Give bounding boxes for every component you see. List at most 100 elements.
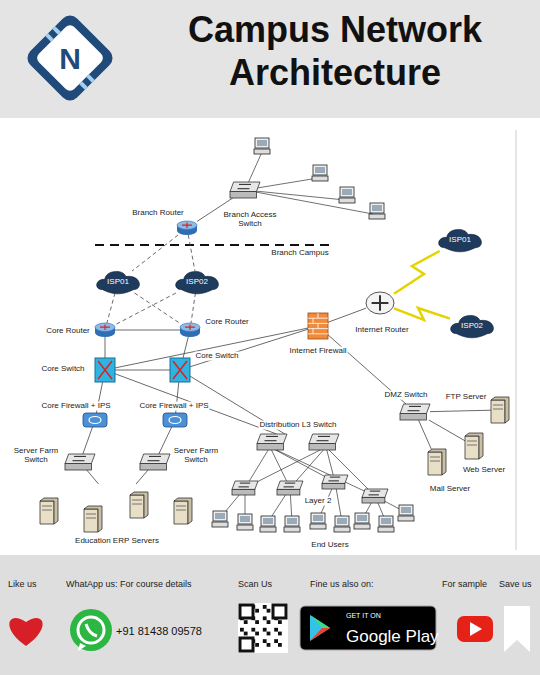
pc-icon-part [398,516,414,521]
qr-code-part [263,628,267,632]
pc-icon-part [257,140,267,146]
layer2-switch-part [277,489,300,495]
pc-icon-part [401,507,411,513]
footer-band [0,555,540,675]
layer2-switch [322,475,348,489]
switch-icon-part [140,464,166,470]
qr-code-part [267,632,271,636]
coreswitch-icon-part [173,361,187,379]
pc-icon-part [381,518,391,524]
pc-icon-part [313,515,323,521]
distpair-icon [255,434,341,450]
server-icon-part [40,501,54,524]
switch-icon [257,434,287,450]
firewall-icon-part [318,323,319,328]
footer-text: WhatApp us: For course details [66,580,192,590]
device-label: Core Router [45,327,91,336]
device-label: ISP02 [460,322,484,331]
firewall-icon-part [308,333,328,334]
network-link [87,470,99,484]
pc-icon [284,516,300,532]
device-switch: Branch Access Switch [230,182,260,198]
logo-part [23,11,116,104]
device-label: ISP01 [106,278,130,287]
device-corefw: Core Firewall + IPS [163,413,187,427]
switch-icon [230,182,260,198]
pc-icon-part [340,187,354,197]
network-link [191,293,195,323]
pc-icon-part [213,511,227,521]
youtube-icon-part [470,622,482,636]
router-icon-part [100,324,110,330]
firewall-icon-part [313,329,314,334]
layer2-links [220,447,405,522]
device-label: DMZ Switch [383,391,428,400]
switch-icon-part [148,456,162,460]
layer2-switch [277,481,303,495]
pc-icon-part [369,214,385,219]
device-label: Core Switch [40,365,85,374]
layer2-switch-part [329,477,341,481]
wan-link [394,308,450,320]
device-server: FTP Server [491,397,509,423]
pc-icon-part [339,198,355,203]
pc-icon [339,187,355,203]
pc-icon-part [238,514,252,524]
device-firewall: Internet Firewall [308,313,328,339]
corefw-icon-part [83,413,107,427]
router-icon-part [185,324,195,330]
whatsapp-icon-part [70,609,112,651]
network-link [115,374,277,434]
server-icon-part [465,436,479,459]
badge-icon-part [310,628,330,641]
footer-text: For sample [442,580,487,590]
pc-icon-part [261,516,275,526]
switch-icon [65,454,95,470]
pc-icon-part [337,518,347,524]
branch-pcs [245,152,373,214]
pc-icon-part [260,527,276,532]
pc-icon [312,165,328,181]
logo-part [45,33,53,41]
qr-code-part [267,620,271,624]
device-router: Branch Router [177,221,197,235]
pc-icon-part [285,516,299,526]
device-switch: Server Farm Switch [140,454,170,470]
device-switch: Server Farm Switch [65,454,95,470]
corefw-icon-part [89,417,101,424]
pc-icon-part [342,189,352,195]
device-cloud: ISP01 [96,271,140,293]
network-link [105,337,106,358]
server-icon [174,498,192,524]
logo [23,11,116,104]
pc-icon [369,203,385,219]
qr-code-part [255,643,259,647]
frame-line [516,130,517,550]
network-link [115,293,176,325]
firewall-icon-part [313,318,314,323]
qr-code [238,603,288,653]
pc-icon-part [215,513,225,519]
logo-part [86,74,94,82]
switch-icon-part [140,454,170,464]
qr-code-part [267,643,271,647]
switch-icon [309,434,339,450]
heart-icon [9,618,42,646]
layer2-switch-part [232,481,258,489]
server-icon-part [84,506,102,532]
layer2-switch-part [369,491,381,495]
router-icon-part [180,323,200,331]
device-label: Internet Firewall [289,347,348,356]
bigrouter-icon-part [372,295,389,310]
pc-icon-part [311,513,325,523]
device-server: Mail Server [428,449,446,475]
pc-icon-part [399,505,413,515]
pc-icon [212,511,228,527]
network-link [183,337,188,358]
corefw-icon [163,413,187,427]
pc-icons [212,138,414,532]
footer-text: Fine us also on: [310,580,374,590]
network-link [429,420,465,441]
